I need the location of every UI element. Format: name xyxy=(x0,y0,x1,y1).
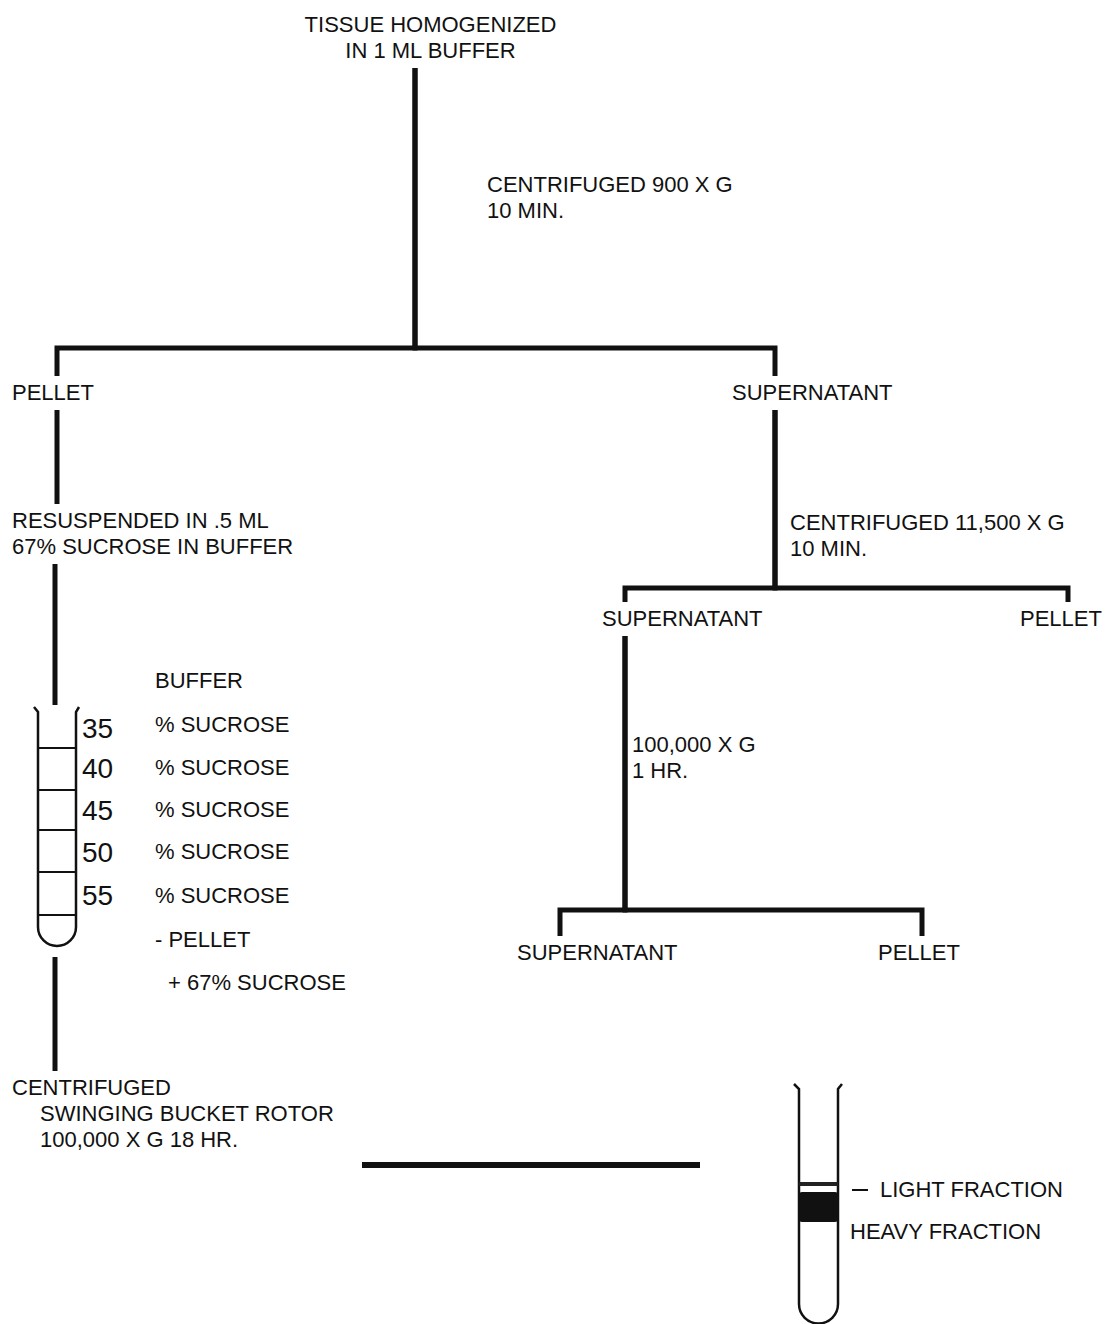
tube-text: 55 xyxy=(82,880,113,912)
gradient-label: % SUCROSE xyxy=(155,839,289,865)
gradient-label: % SUCROSE xyxy=(155,755,289,781)
step-label: SUPERNATANT xyxy=(602,602,772,636)
flow-line xyxy=(625,636,922,936)
flow-line xyxy=(55,410,60,504)
result-tube-drawing xyxy=(700,1082,1100,1324)
step-text: PELLET xyxy=(12,380,107,406)
gradient-label: % SUCROSE xyxy=(155,883,289,909)
flow-line xyxy=(362,1162,700,1168)
step-label: TISSUE HOMOGENIZED IN 1 ML BUFFER xyxy=(298,8,563,68)
flow-line xyxy=(625,410,775,602)
centrifuge-condition: CENTRIFUGED 11,500 X G 10 MIN. xyxy=(790,510,1075,562)
layer-boundary xyxy=(38,829,76,831)
step-text: SUPERNATANT xyxy=(517,940,687,966)
step-text: RESUSPENDED IN .5 ML 67% SUCROSE IN BUFF… xyxy=(12,508,302,560)
centrifuge-condition: 100,000 X G 1 HR. xyxy=(632,732,767,784)
heavy-band xyxy=(799,1192,838,1222)
gradient-label: % SUCROSE xyxy=(155,797,289,823)
step-label: PELLET xyxy=(1020,602,1114,636)
tube-text: 40 xyxy=(82,753,113,785)
gradient-tube-drawing xyxy=(30,705,90,957)
tube-text: 35 xyxy=(82,713,113,745)
step-label: PELLET xyxy=(12,376,107,410)
step-label: RESUSPENDED IN .5 ML 67% SUCROSE IN BUFF… xyxy=(12,504,302,564)
flow-line xyxy=(775,410,1068,602)
flow-line xyxy=(57,68,415,376)
tube-text: HEAVY FRACTION xyxy=(850,1219,1041,1245)
step-text: TISSUE HOMOGENIZED IN 1 ML BUFFER xyxy=(298,12,563,64)
step-label: SUPERNATANT xyxy=(517,936,687,970)
step-label: PELLET xyxy=(878,936,968,970)
flow-line xyxy=(53,564,58,705)
step-text: CENTRIFUGED xyxy=(12,1075,362,1101)
tube-node: LIGHT FRACTION HEAVY FRACTION xyxy=(700,1082,1100,1324)
gradient-label: BUFFER xyxy=(155,668,243,694)
step-text: PELLET xyxy=(878,940,968,966)
step-text: SUPERNATANT xyxy=(602,606,772,632)
step-text: PELLET xyxy=(1020,606,1114,632)
layer-boundary xyxy=(38,789,76,791)
centrifuge-condition: CENTRIFUGED 900 X G 10 MIN. xyxy=(487,172,742,224)
light-band xyxy=(799,1182,838,1186)
layer-boundary xyxy=(38,871,76,873)
tube-text: LIGHT FRACTION xyxy=(880,1177,1063,1203)
gradient-label: + 67% SUCROSE xyxy=(168,970,346,996)
leader-line xyxy=(852,1189,868,1191)
step-label: CENTRIFUGEDSWINGING BUCKET ROTOR 100,000… xyxy=(12,1071,362,1175)
tube-text: 50 xyxy=(82,837,113,869)
step-label: SUPERNATANT xyxy=(732,376,902,410)
flow-line xyxy=(53,957,58,1071)
step-text: SWINGING BUCKET ROTOR 100,000 X G 18 HR. xyxy=(12,1101,362,1153)
gradient-label: % SUCROSE xyxy=(155,712,289,738)
tube-text: 45 xyxy=(82,795,113,827)
tube-outline xyxy=(34,707,79,946)
layer-boundary xyxy=(38,914,76,916)
step-text: SUPERNATANT xyxy=(732,380,902,406)
flow-line xyxy=(560,636,625,936)
tube-outline xyxy=(794,1084,842,1324)
flow-line xyxy=(415,68,775,376)
layer-boundary xyxy=(38,747,76,749)
tube-node: 35 40 45 50 55 xyxy=(30,705,130,957)
gradient-label: - PELLET xyxy=(155,927,250,953)
